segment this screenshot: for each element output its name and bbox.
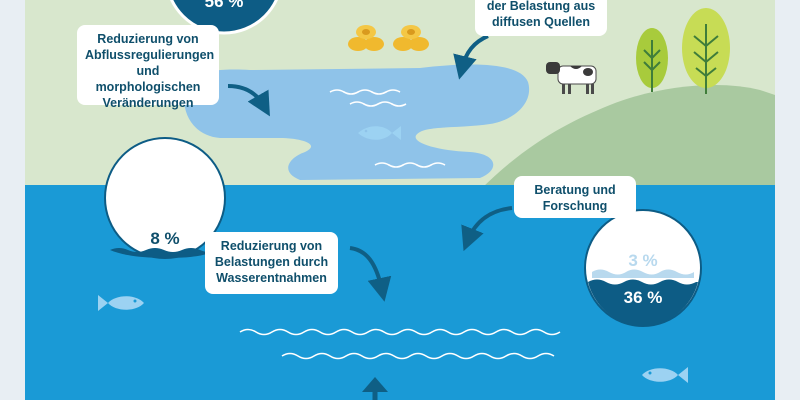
- gauge-left: [104, 137, 226, 259]
- arrow-icon: [227, 84, 270, 117]
- arrow-icon: [349, 246, 392, 302]
- label-flow-regulation: Reduzierung von Abflussregulierungen und…: [77, 25, 219, 110]
- gauge-left-value: 8 %: [150, 229, 180, 248]
- fish-icon: [98, 295, 144, 311]
- wave-icon: [374, 162, 446, 168]
- arrow-icon: [362, 377, 388, 392]
- gauge-top: [170, 0, 278, 35]
- label-diffuse-sources: der Belastung aus diffusen Quellen: [475, 0, 607, 36]
- fish-icon: [358, 126, 401, 140]
- label-water-abstraction: Reduzierung von Belastungen durch Wasser…: [205, 232, 338, 294]
- arrow-icon: [461, 206, 513, 252]
- arrow-icon: [453, 34, 489, 80]
- cow-icon: [546, 62, 597, 94]
- wave-icon: [281, 352, 555, 360]
- green-hill: [480, 85, 775, 190]
- tree-icon: [636, 28, 668, 92]
- gauge-top-value: 56 %: [204, 0, 244, 11]
- hay-bale-icon: [348, 25, 384, 51]
- fish-icon: [642, 367, 688, 383]
- tree-icon: [682, 8, 730, 94]
- wave-icon: [349, 101, 407, 107]
- river: [184, 64, 530, 180]
- gauge-right: [584, 209, 702, 327]
- gauge-right-value-light: 3 %: [628, 251, 658, 270]
- wave-icon: [239, 328, 561, 336]
- label-consulting-research: Beratung und Forschung: [514, 176, 636, 218]
- gauge-right-value-dark: 36 %: [623, 288, 663, 307]
- wave-icon: [329, 89, 401, 95]
- hay-bale-icon: [393, 25, 429, 51]
